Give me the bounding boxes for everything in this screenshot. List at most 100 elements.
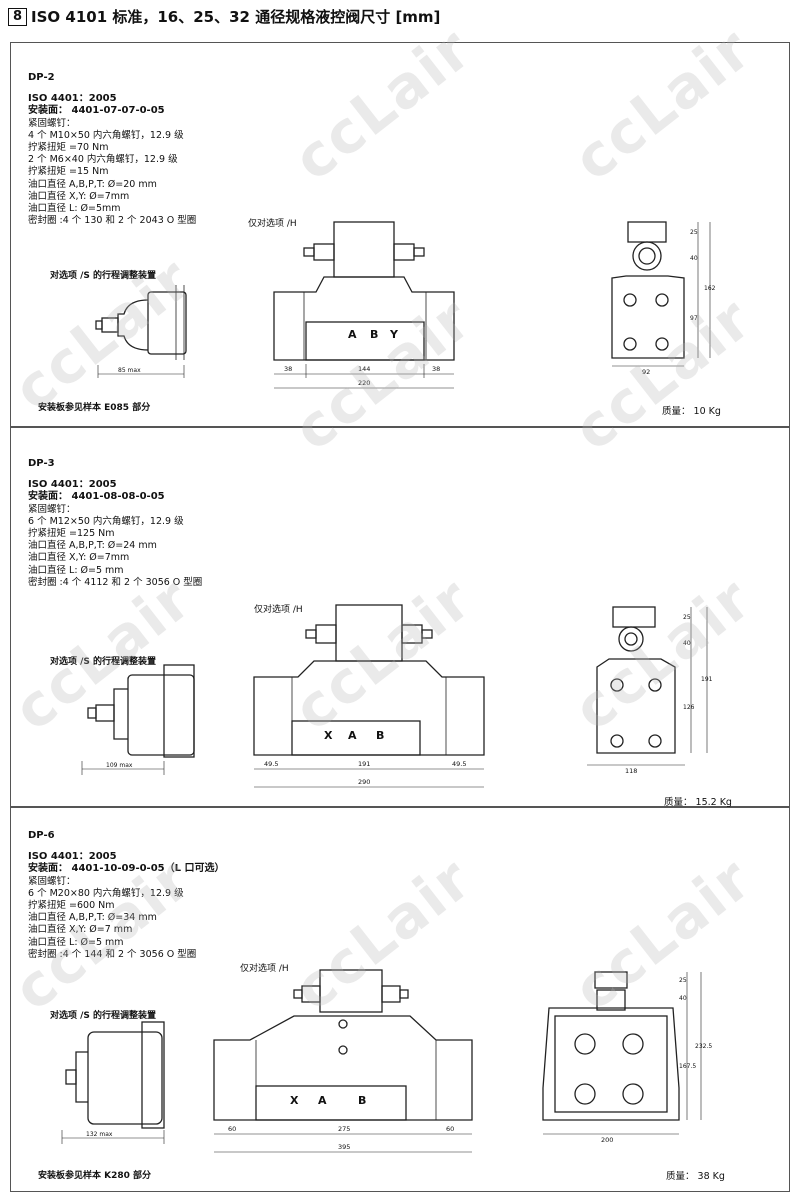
dim-side-max: 85 max bbox=[118, 367, 141, 374]
dim-total: 395 bbox=[338, 1143, 350, 1151]
dim-right: 49.5 bbox=[452, 760, 466, 768]
port-label: B bbox=[370, 328, 378, 341]
stroke-adjust-label: 对选项 /S 的行程调整装置 bbox=[50, 657, 157, 667]
spec-line: 油口直径 X,Y: Ø=7 mm bbox=[28, 924, 133, 936]
model-name: DP-6 bbox=[28, 830, 55, 841]
spec-line: 拧紧扭矩 =125 Nm bbox=[28, 528, 115, 540]
end-view-drawing: 25 40 97 162 92 bbox=[611, 221, 716, 376]
spec-line: 紧固螺钉： bbox=[28, 117, 76, 129]
standard: ISO 4401：2005 bbox=[28, 479, 117, 491]
spec-line: 紧固螺钉： bbox=[28, 503, 76, 515]
spec-line: 6 个 M20×80 内六角螺钉，12.9 级 bbox=[28, 887, 184, 899]
spec-line: 拧紧扭矩 =600 Nm bbox=[28, 900, 115, 912]
spec-line: 紧固螺钉： bbox=[28, 875, 76, 887]
page-title: 8 ISO 4101 标准，16、25、32 通径规格液控阀尺寸 [mm] bbox=[8, 6, 440, 27]
dim-width: 200 bbox=[601, 1136, 613, 1144]
model-name: DP-2 bbox=[28, 72, 55, 83]
port-label: A bbox=[348, 729, 357, 742]
section-number: 8 bbox=[8, 7, 28, 26]
dim-h3: 97 bbox=[690, 315, 698, 322]
dim-h2: 40 bbox=[690, 255, 698, 262]
stroke-adjust-label: 对选项 /S 的行程调整装置 bbox=[50, 1011, 157, 1021]
dim-width: 118 bbox=[625, 767, 637, 775]
port-label: B bbox=[358, 1094, 366, 1107]
spec-line: 油口直径 L: Ø=5mm bbox=[28, 203, 121, 215]
spec-line: 密封圈 :4 个 4112 和 2 个 3056 O 型圈 bbox=[28, 576, 203, 588]
spec-line: 6 个 M12×50 内六角螺钉，12.9 级 bbox=[28, 515, 184, 527]
mounting-surface: 安装面： 4401-07-07-0-05 bbox=[28, 105, 165, 117]
dim-h3: 167.5 bbox=[679, 1063, 696, 1070]
stroke-adjust-label: 对选项 /S 的行程调整装置 bbox=[50, 271, 157, 281]
side-view-drawing: 85 max bbox=[95, 285, 187, 378]
spec-line: 4 个 M10×50 内六角螺钉，12.9 级 bbox=[28, 129, 184, 141]
spec-line: 拧紧扭矩 =15 Nm bbox=[28, 166, 109, 178]
side-view-drawing: 132 max bbox=[61, 1021, 165, 1144]
footer-note: 安装板参见样本 E085 部分 bbox=[38, 403, 151, 413]
section-title: ISO 4101 标准，16、25、32 通径规格液控阀尺寸 [mm] bbox=[31, 8, 441, 26]
spec-line: 油口直径 L: Ø=5 mm bbox=[28, 936, 124, 948]
dim-center: 144 bbox=[358, 365, 370, 373]
dim-h1: 25 bbox=[683, 614, 691, 621]
panel-dp6 bbox=[10, 807, 790, 1192]
mounting-surface: 安装面： 4401-08-08-0-05 bbox=[28, 491, 165, 503]
port-label: X bbox=[290, 1094, 299, 1107]
dim-side-max: 109 max bbox=[106, 762, 133, 769]
port-label: A bbox=[318, 1094, 327, 1107]
port-label: X bbox=[324, 729, 333, 742]
dim-right: 38 bbox=[432, 365, 440, 373]
end-view-drawing: 25 40 167.5 232.5 200 bbox=[542, 971, 712, 1144]
option-h-label: 仅对选项 /H bbox=[248, 219, 297, 229]
dim-width: 92 bbox=[642, 368, 650, 376]
spec-line: 2 个 M6×40 内六角螺钉，12.9 级 bbox=[28, 154, 178, 166]
option-h-label: 仅对选项 /H bbox=[240, 964, 289, 974]
weight: 质量： 15.2 Kg bbox=[664, 797, 732, 808]
standard: ISO 4401：2005 bbox=[28, 851, 117, 863]
dim-h3: 126 bbox=[683, 704, 695, 711]
spec-line: 密封圈 :4 个 130 和 2 个 2043 O 型圈 bbox=[28, 215, 197, 227]
dim-left: 60 bbox=[228, 1125, 236, 1133]
front-view-drawing: X A B 60 275 60 395 bbox=[213, 969, 473, 1153]
spec-line: 油口直径 A,B,P,T: Ø=20 mm bbox=[28, 178, 157, 190]
spec-dp3: DP-3 ISO 4401：2005 安装面： 4401-08-08-0-05 … bbox=[28, 458, 202, 589]
dim-left: 38 bbox=[284, 365, 292, 373]
model-name: DP-3 bbox=[28, 458, 55, 469]
spec-dp2: DP-2 ISO 4401：2005 安装面： 4401-07-07-0-05 … bbox=[28, 72, 196, 227]
standard: ISO 4401：2005 bbox=[28, 93, 117, 105]
dim-total: 220 bbox=[358, 379, 370, 387]
weight: 质量： 38 Kg bbox=[666, 1171, 725, 1182]
spec-line: 油口直径 A,B,P,T: Ø=34 mm bbox=[28, 912, 157, 924]
port-label: Y bbox=[389, 328, 399, 341]
spec-dp6: DP-6 ISO 4401：2005 安装面： 4401-10-09-0-05（… bbox=[28, 830, 224, 961]
dim-left: 49.5 bbox=[264, 760, 278, 768]
port-label: B bbox=[376, 729, 384, 742]
spec-line: 油口直径 X,Y: Ø=7mm bbox=[28, 190, 130, 202]
spec-line: 密封圈 :4 个 144 和 2 个 3056 O 型圈 bbox=[28, 948, 197, 960]
panel-dp3 bbox=[10, 427, 790, 807]
dim-htotal: 232.5 bbox=[695, 1043, 712, 1050]
dim-side-max: 132 max bbox=[86, 1131, 113, 1138]
dim-htotal: 162 bbox=[704, 285, 716, 292]
footer-note: 安装板参见样本 K280 部分 bbox=[38, 1171, 152, 1181]
dim-center: 275 bbox=[338, 1125, 350, 1133]
spec-line: 油口直径 L: Ø=5 mm bbox=[28, 564, 124, 576]
weight: 质量： 10 Kg bbox=[662, 406, 721, 417]
front-view-drawing: X A B 49.5 191 49.5 290 bbox=[253, 604, 485, 788]
option-h-label: 仅对选项 /H bbox=[254, 605, 303, 615]
dim-h2: 40 bbox=[679, 995, 687, 1002]
spec-line: 拧紧扭矩 =70 Nm bbox=[28, 142, 109, 154]
front-view-drawing: A B Y 38 144 38 220 bbox=[273, 221, 455, 389]
dim-center: 191 bbox=[358, 760, 370, 768]
panel-dp2 bbox=[10, 42, 790, 427]
dim-right: 60 bbox=[446, 1125, 454, 1133]
spec-line: 油口直径 A,B,P,T: Ø=24 mm bbox=[28, 540, 157, 552]
dim-total: 290 bbox=[358, 778, 370, 786]
spec-line: 油口直径 X,Y: Ø=7mm bbox=[28, 552, 130, 564]
side-view-drawing: 109 max bbox=[81, 664, 195, 775]
end-view-drawing: 25 40 126 191 118 bbox=[587, 606, 713, 775]
dim-htotal: 191 bbox=[701, 676, 713, 683]
dim-h1: 25 bbox=[679, 977, 687, 984]
dim-h1: 25 bbox=[690, 229, 698, 236]
dim-h2: 40 bbox=[683, 640, 691, 647]
mounting-surface: 安装面： 4401-10-09-0-05（L 口可选） bbox=[28, 863, 225, 875]
port-label: A bbox=[348, 328, 357, 341]
